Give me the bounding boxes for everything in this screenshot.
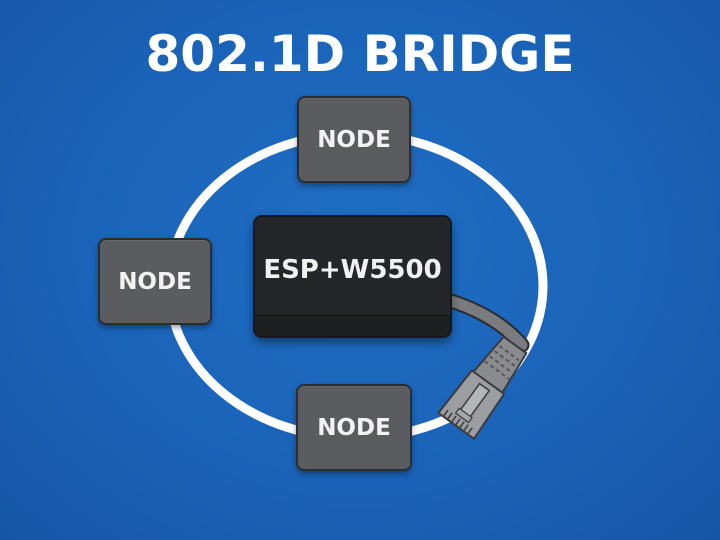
node-left: NODE bbox=[98, 238, 212, 325]
diagram-title: 802.1D BRIDGE bbox=[145, 25, 575, 83]
node-label: NODE bbox=[317, 126, 391, 153]
node-top: NODE bbox=[297, 96, 411, 183]
center-device-esp-w5500: ESP+W5500 bbox=[253, 215, 452, 338]
ethernet-cable-icon bbox=[437, 292, 530, 440]
node-label: NODE bbox=[118, 268, 192, 295]
node-label: NODE bbox=[317, 414, 391, 441]
center-device-label: ESP+W5500 bbox=[263, 255, 442, 285]
node-bottom: NODE bbox=[296, 384, 412, 471]
device-base-lip bbox=[255, 315, 450, 336]
